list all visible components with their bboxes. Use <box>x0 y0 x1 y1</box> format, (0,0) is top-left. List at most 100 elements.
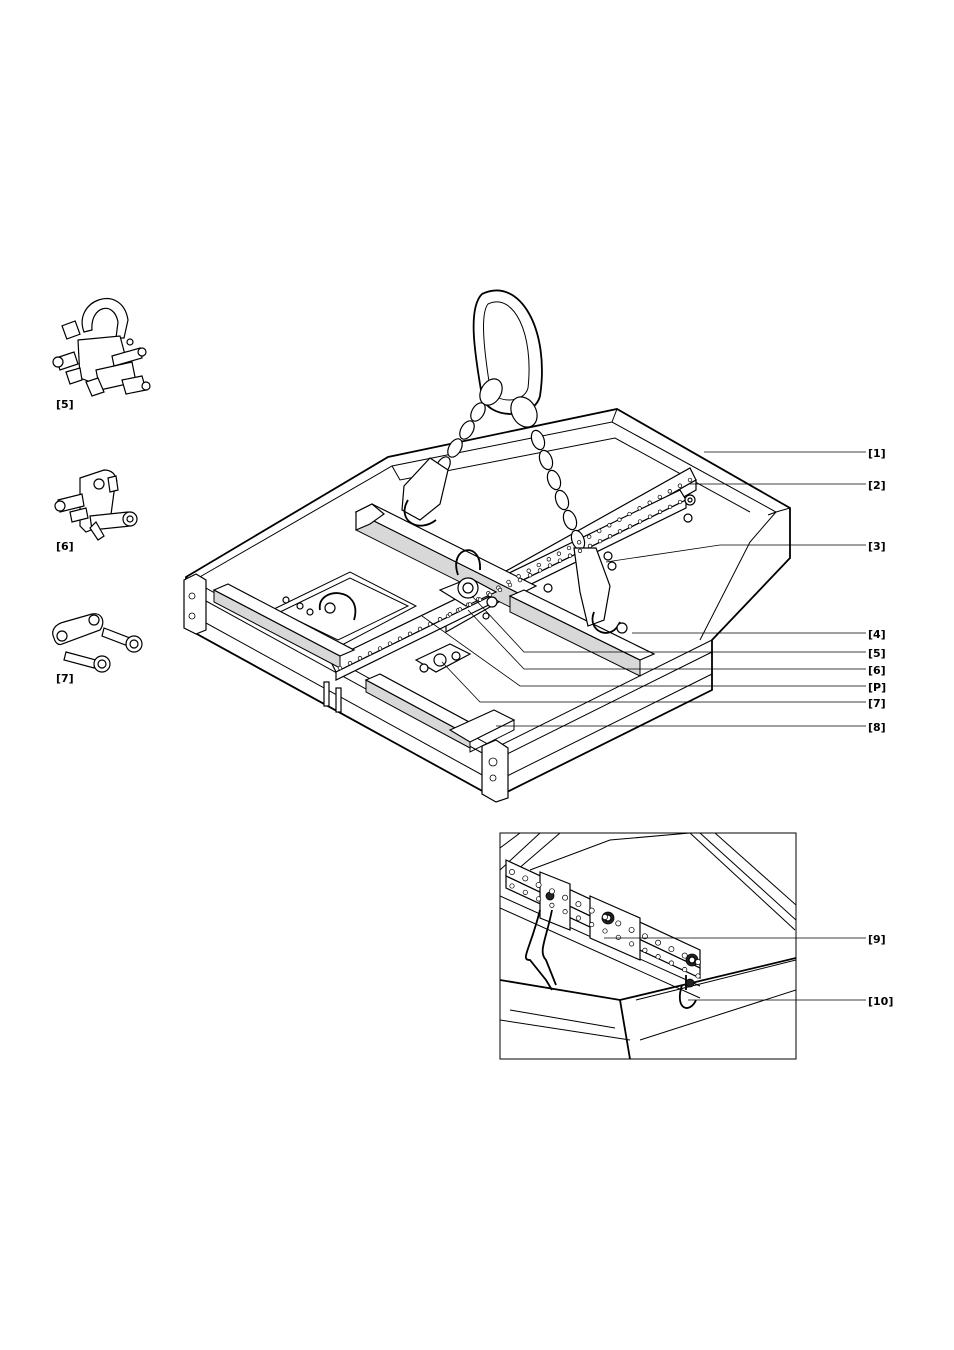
rail-hole <box>637 519 643 524</box>
inset-rail-hole <box>562 909 568 915</box>
rail-hole <box>517 577 523 583</box>
rail-hole <box>367 651 373 656</box>
inset-rail-hole <box>562 894 569 901</box>
rail-hole <box>657 494 662 500</box>
inset-rail-hole <box>642 947 648 953</box>
callout-label-2: [2] <box>868 479 886 492</box>
inset-rail-hole <box>535 881 542 888</box>
rail-hole <box>576 540 582 545</box>
rail-hole <box>357 656 363 661</box>
rail-hole <box>637 506 642 511</box>
inset-rail-hole <box>655 954 661 960</box>
rail-hole <box>427 621 433 627</box>
callout-label-9: [9] <box>868 933 886 946</box>
callout-leaders <box>421 451 866 727</box>
callout-label-1: [1] <box>868 447 886 460</box>
callout-label-p: [P] <box>868 681 886 694</box>
inset-rail-hole <box>588 907 595 914</box>
inset-rail-hole <box>549 902 555 908</box>
rail-hole <box>556 551 562 556</box>
rail-hole <box>407 631 413 636</box>
callout-label-5: [5] <box>868 647 886 660</box>
rail-hole <box>516 574 521 579</box>
rail-hole <box>687 477 693 483</box>
rail-hole <box>377 646 383 651</box>
shackle-icon <box>52 298 151 397</box>
inset-rail-hole <box>695 959 701 965</box>
rail-hole <box>617 517 622 522</box>
rail-hole <box>617 529 623 534</box>
rail-hole <box>447 612 453 617</box>
inset-rail-hole <box>628 926 635 933</box>
rail-hole <box>497 587 503 593</box>
callout-label-4: [4] <box>868 628 886 641</box>
callout-label-10: [10] <box>868 995 893 1008</box>
inset-rail-hole <box>575 901 582 908</box>
inset-rail-hole <box>548 888 555 895</box>
inset-rail-hole <box>615 934 621 940</box>
rail-hole <box>457 607 463 612</box>
rail-hole <box>527 573 533 578</box>
rail-hole <box>487 592 493 597</box>
rail-hole <box>557 558 563 563</box>
rail-hole <box>597 538 603 544</box>
inset-rail-hole <box>536 896 542 902</box>
inset-rail-hole <box>681 952 688 959</box>
inset-rail-hole <box>615 920 622 927</box>
inset-rail-hole <box>589 922 595 928</box>
rail-hole <box>667 489 672 494</box>
inset-rail-hole <box>668 960 674 966</box>
callout-label-6: [6] <box>868 664 886 677</box>
inset-rail-hole <box>509 869 515 875</box>
rail-perforations <box>337 477 693 671</box>
rail-hole <box>627 511 632 517</box>
rail-hole <box>587 534 592 539</box>
inset-rail-hole <box>575 915 581 921</box>
inset-rail-hole <box>602 928 608 934</box>
rail-hole <box>467 602 473 607</box>
rail-hole <box>477 597 483 602</box>
part-label-6: [6] <box>56 540 74 553</box>
part-label-7: [7] <box>56 672 74 685</box>
rail-hole <box>677 483 683 488</box>
rail-hole <box>587 543 593 549</box>
callout-label-3: [3] <box>868 540 886 553</box>
rail-hole <box>657 509 663 514</box>
rail-hole <box>507 582 513 588</box>
rail-hole <box>387 641 393 646</box>
rail-hole <box>627 524 633 529</box>
detail-inset-icon <box>499 832 797 1060</box>
inset-rail-hole <box>602 914 608 920</box>
rail-hole <box>607 523 612 528</box>
rail-hole <box>537 568 543 573</box>
rail-hole <box>567 553 573 558</box>
rail-hole <box>337 665 343 671</box>
rail-hole <box>417 626 423 632</box>
inset-rail-hole <box>655 939 662 946</box>
rail-hole <box>667 504 673 510</box>
rail-hole <box>536 562 541 568</box>
rail-hole <box>546 557 551 562</box>
rail-hole <box>347 660 353 666</box>
inset-rail-hole <box>629 941 635 947</box>
callout-label-8: [8] <box>868 721 886 734</box>
inset-rail-hole <box>509 883 515 889</box>
inset-rail-hole <box>522 875 529 882</box>
rail-hole <box>547 563 553 568</box>
rail-hole <box>566 545 572 551</box>
inset-rail-hole <box>668 946 675 953</box>
callout-label-7: [7] <box>868 697 886 710</box>
inset-perforations <box>509 869 701 979</box>
rail-hole <box>647 514 653 519</box>
rail-hole <box>607 534 613 539</box>
part-label-5: [5] <box>56 398 74 411</box>
inset-rail-hole <box>695 973 701 979</box>
rail-hole <box>397 636 403 641</box>
pin-plate-icon <box>54 469 138 541</box>
rail-hole <box>647 500 652 505</box>
flying-frame-icon <box>183 289 791 803</box>
inset-rail-hole <box>682 967 688 973</box>
inset-rail-hole <box>522 889 528 895</box>
rail-hole <box>597 528 602 534</box>
